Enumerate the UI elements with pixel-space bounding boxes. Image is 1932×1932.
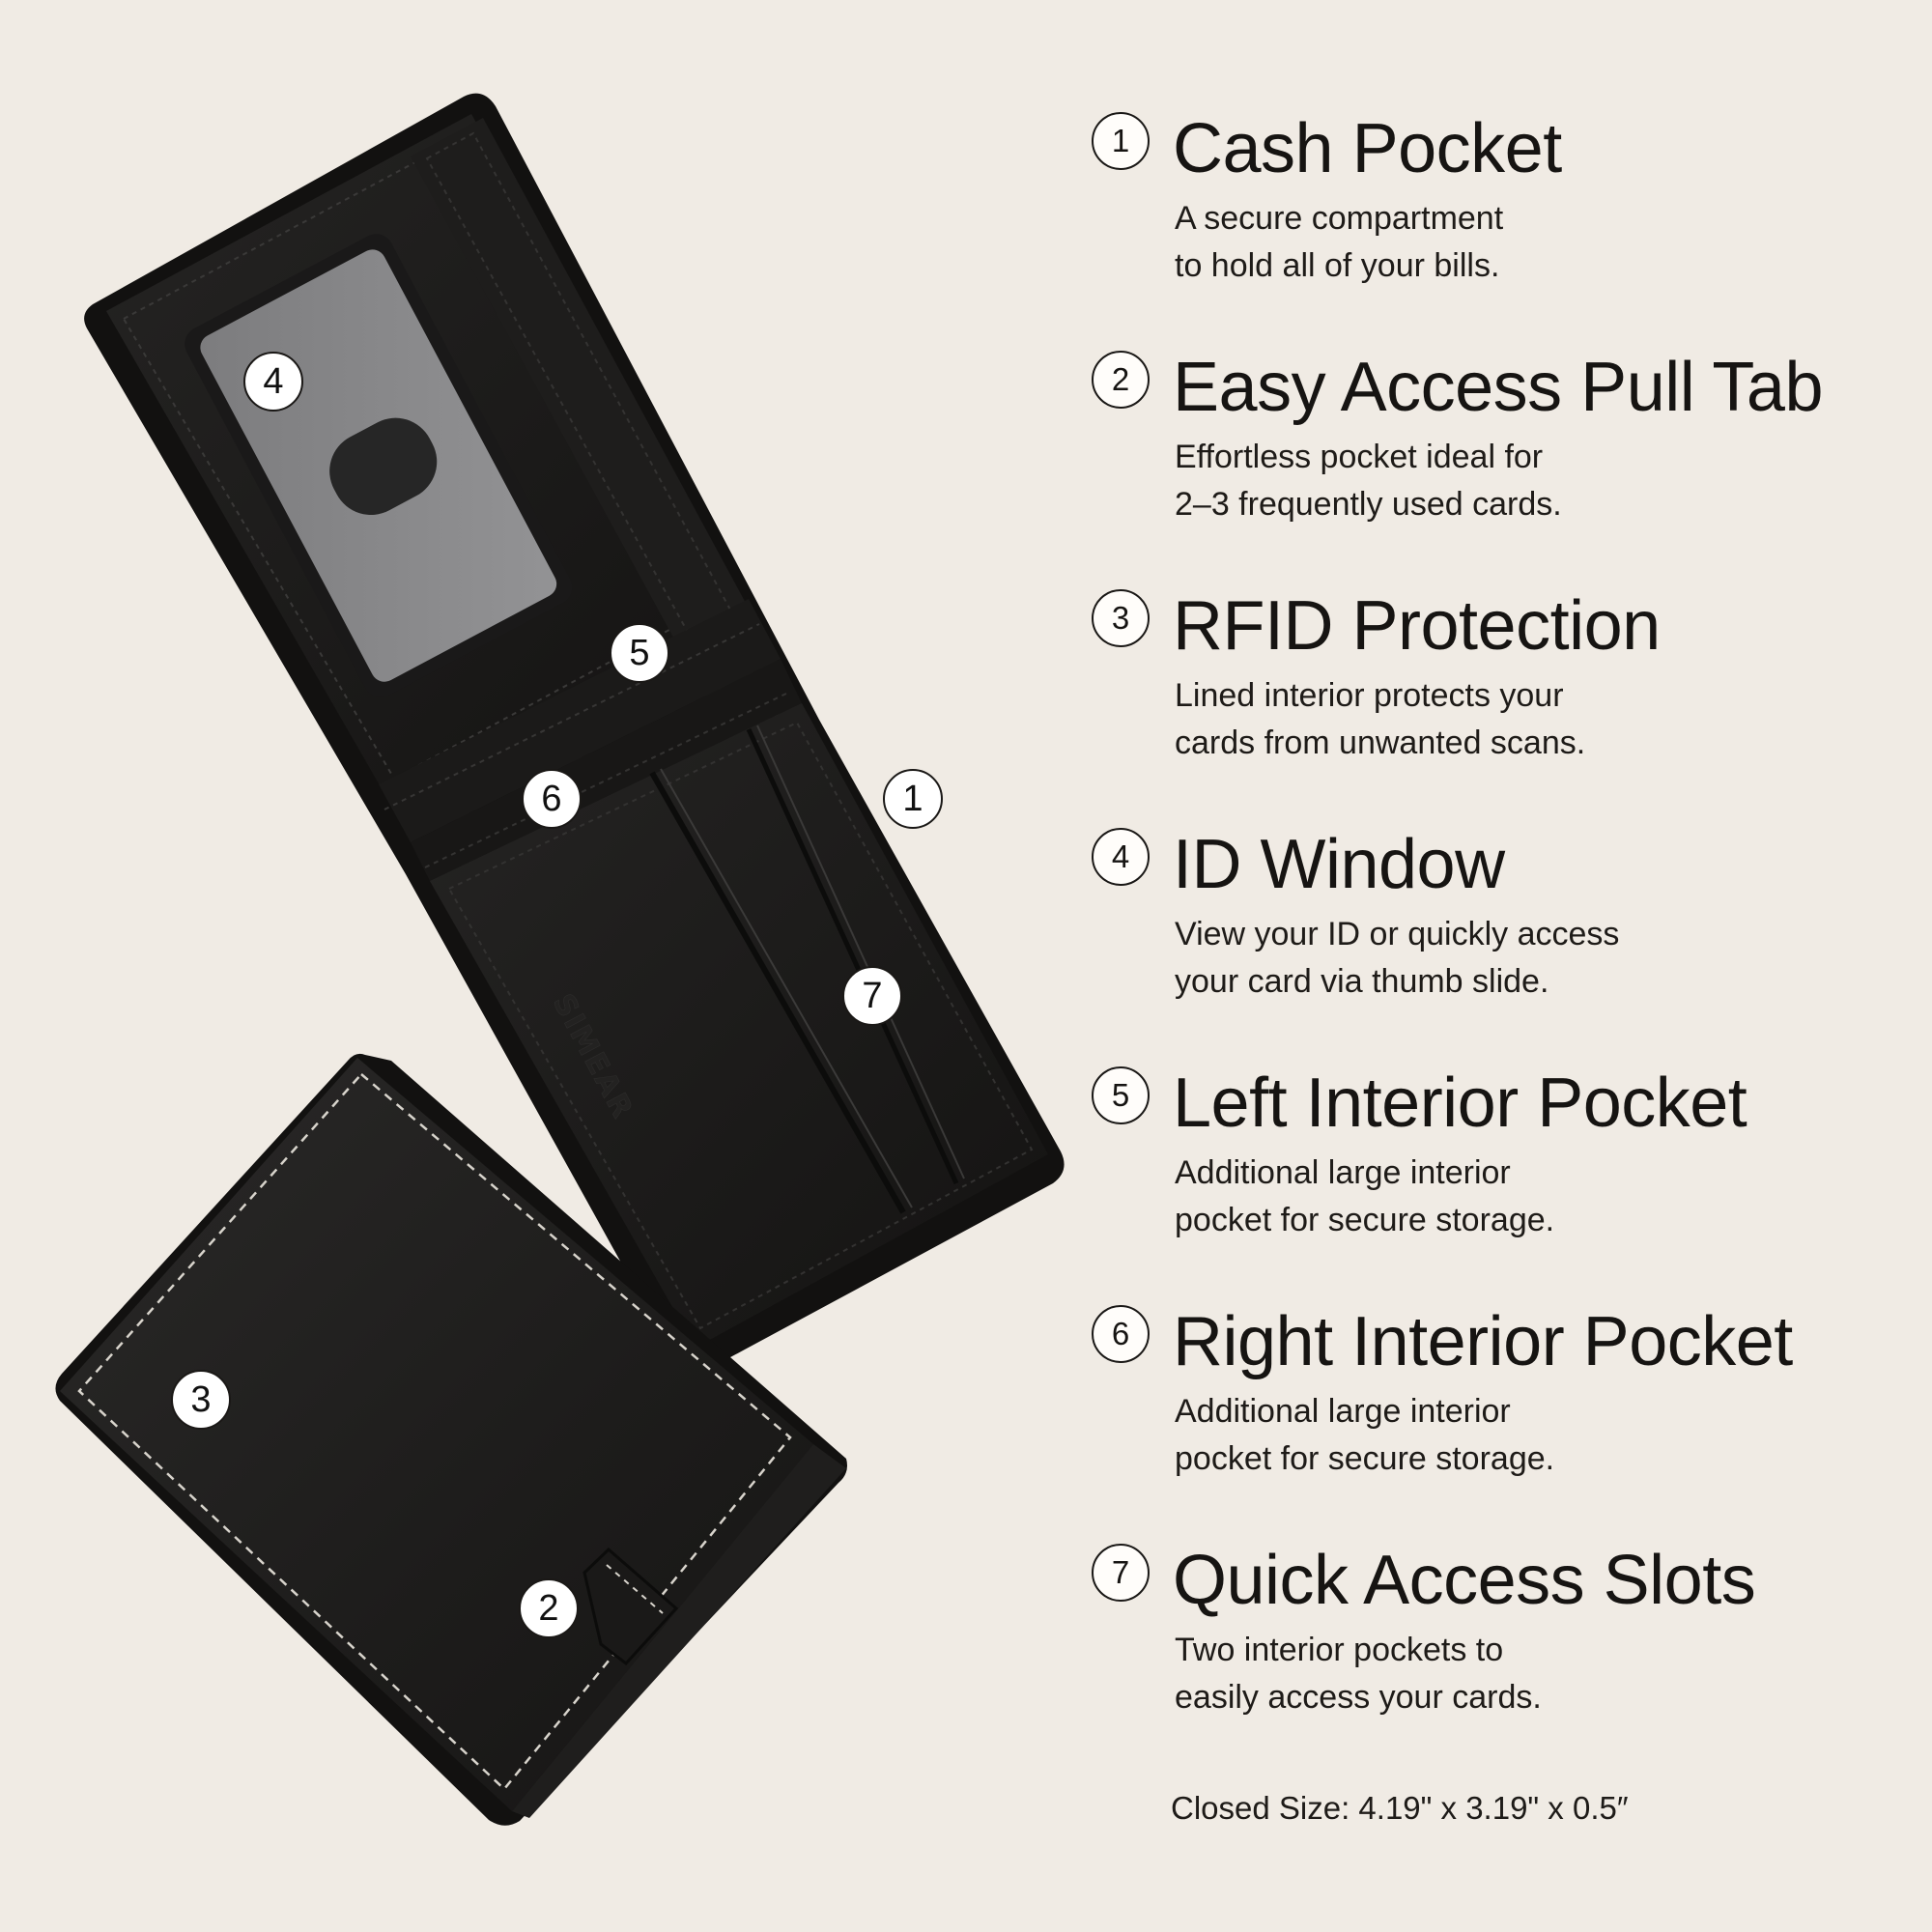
marker-left-interior-pocket: 5 [610,623,669,683]
feature-number-badge: 3 [1092,589,1150,647]
feature-title: Easy Access Pull Tab [1173,349,1824,426]
feature-description: A secure compartment to hold all of your… [1175,200,1504,284]
feature-cash-pocket: 1 Cash Pocket A secure compartment to ho… [1092,108,1922,347]
feature-number-badge: 1 [1092,112,1150,170]
closed-wallet [55,1053,848,1826]
marker-right-interior-pocket: 6 [522,769,582,829]
feature-right-interior-pocket: 6 Right Interior Pocket Additional large… [1092,1301,1922,1540]
marker-pull-tab: 2 [519,1578,579,1638]
marker-quick-access-slots: 7 [842,966,902,1026]
feature-description: Two interior pockets to easily access yo… [1175,1632,1542,1716]
feature-title: Cash Pocket [1173,110,1562,187]
feature-title: Quick Access Slots [1173,1542,1756,1619]
feature-title: RFID Protection [1173,587,1661,665]
feature-list: 1 Cash Pocket A secure compartment to ho… [1092,108,1922,1778]
feature-title: ID Window [1173,826,1505,903]
feature-id-window: 4 ID Window View your ID or quickly acce… [1092,824,1922,1063]
marker-cash-pocket: 1 [883,769,943,829]
open-wallet: SIMEAR [84,93,1065,1374]
feature-left-interior-pocket: 5 Left Interior Pocket Additional large … [1092,1063,1922,1301]
feature-number-badge: 5 [1092,1066,1150,1124]
marker-rfid-protection: 3 [171,1370,231,1430]
marker-id-window: 4 [243,352,303,412]
feature-description: Additional large interior pocket for sec… [1175,1393,1555,1477]
feature-number-badge: 7 [1092,1544,1150,1602]
closed-size-spec: Closed Size: 4.19" x 3.19" x 0.5″ [1171,1790,1629,1826]
feature-description: Effortless pocket ideal for 2–3 frequent… [1175,439,1562,523]
feature-title: Left Interior Pocket [1173,1065,1747,1142]
feature-title: Right Interior Pocket [1173,1303,1793,1380]
feature-rfid-protection: 3 RFID Protection Lined interior protect… [1092,585,1922,824]
feature-quick-access-slots: 7 Quick Access Slots Two interior pocket… [1092,1540,1922,1778]
feature-description: Lined interior protects your cards from … [1175,677,1586,761]
feature-number-badge: 4 [1092,828,1150,886]
feature-pull-tab: 2 Easy Access Pull Tab Effortless pocket… [1092,347,1922,585]
feature-description: View your ID or quickly access your card… [1175,916,1620,1000]
pull-tab [582,1547,679,1666]
feature-number-badge: 6 [1092,1305,1150,1363]
feature-description: Additional large interior pocket for sec… [1175,1154,1555,1238]
feature-number-badge: 2 [1092,351,1150,409]
